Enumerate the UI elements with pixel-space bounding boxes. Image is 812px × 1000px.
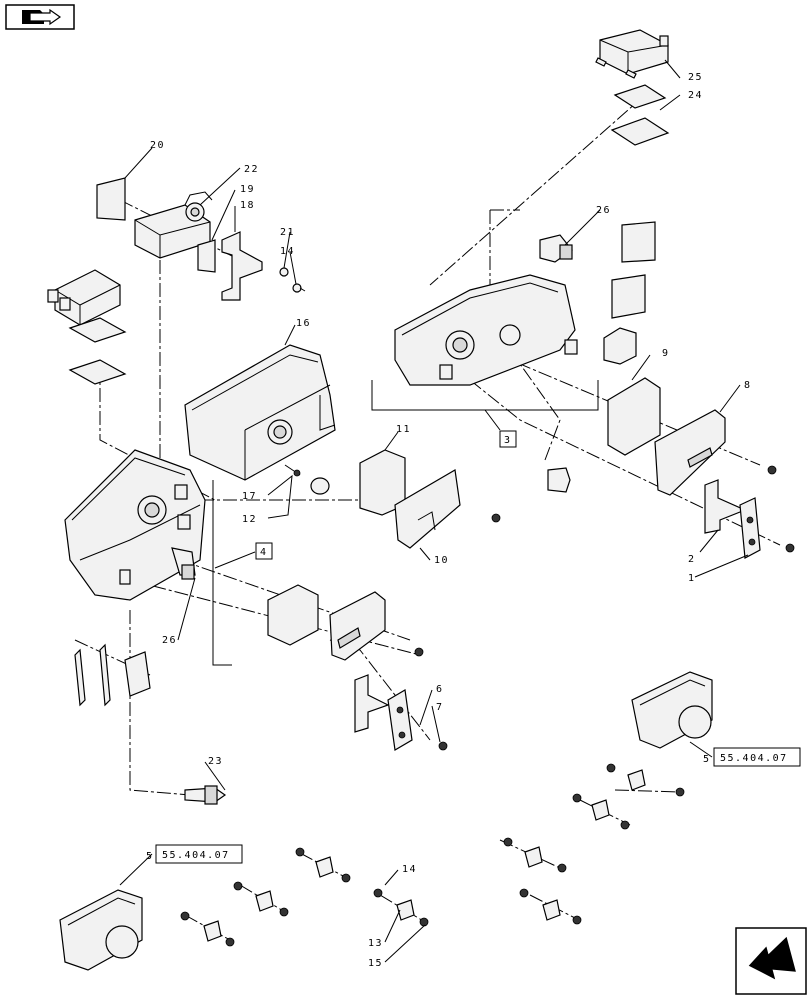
nut-7 (438, 741, 448, 751)
nut-10 (491, 513, 501, 523)
nut-8 (767, 465, 777, 475)
callout-7: 7 (436, 702, 444, 713)
callout-8: 8 (744, 380, 752, 391)
callout-labels: 20 22 19 18 21 14 25 24 26 16 9 8 11 3 1… (146, 72, 752, 969)
bulb-17 (284, 464, 301, 477)
cap-12 (310, 477, 330, 495)
pad-left-b (68, 359, 127, 385)
bracket-4 (329, 591, 386, 661)
work-lamp-right (631, 671, 713, 749)
callout-19: 19 (240, 184, 255, 195)
plate-6 (387, 689, 413, 751)
callout-14-top: 14 (280, 246, 295, 257)
callout-21: 21 (280, 227, 295, 238)
pad-24a (613, 84, 667, 109)
bracket-2 (704, 479, 747, 534)
screw-21 (279, 267, 289, 277)
lens-pieces-left (74, 643, 151, 707)
group-3-box (499, 430, 517, 448)
pad-24b (610, 117, 670, 146)
callout-24: 24 (688, 90, 703, 101)
callout-17: 17 (242, 491, 257, 502)
lamp-3 (394, 274, 578, 386)
module-left (47, 269, 121, 326)
reference-box-left (155, 844, 243, 864)
pad-9 (607, 377, 661, 456)
nut-1 (785, 543, 795, 553)
group-4-box (255, 542, 273, 560)
card-top-b (611, 274, 646, 319)
bracket-18 (221, 231, 263, 301)
bulb-26-left (171, 547, 196, 580)
reference-box-right (713, 747, 801, 767)
plate-10 (394, 469, 461, 549)
callout-18: 18 (240, 200, 255, 211)
screw-14-top (292, 283, 306, 293)
group-4-bracket (212, 480, 232, 666)
callout-15: 15 (368, 958, 383, 969)
housing-16 (184, 344, 336, 481)
callout-12: 12 (242, 514, 257, 525)
callout-6: 6 (436, 684, 444, 695)
gasket-19 (197, 239, 216, 273)
clip-4 (354, 674, 390, 733)
plate-1 (739, 497, 761, 559)
reference-text-left: 55.404.07 (162, 850, 230, 861)
module-22 (134, 191, 213, 259)
group-3-bracket (371, 380, 599, 411)
callout-5-left: 5 (146, 851, 154, 862)
callout-3: 3 (504, 435, 512, 446)
callout-26-top: 26 (596, 205, 611, 216)
callout-10: 10 (434, 555, 449, 566)
pad-20 (96, 177, 126, 221)
callout-9: 9 (662, 348, 670, 359)
callout-1: 1 (688, 573, 696, 584)
callout-25: 25 (688, 72, 703, 83)
callout-5-right: 5 (703, 754, 711, 765)
callout-2: 2 (688, 554, 696, 565)
block-small (603, 327, 637, 365)
callout-13: 13 (368, 938, 383, 949)
callout-leaders (119, 59, 749, 963)
pad-left-a (68, 317, 127, 343)
block-4 (267, 584, 319, 646)
bulb-26-top (539, 234, 573, 263)
hardware-set (180, 763, 685, 947)
callout-16: 16 (296, 318, 311, 329)
callout-11: 11 (396, 424, 411, 435)
callout-22: 22 (244, 164, 259, 175)
lamp-socket (547, 467, 571, 493)
bulb-23 (184, 785, 227, 805)
callout-4: 4 (260, 547, 268, 558)
card-top-a (621, 221, 656, 263)
folder-arrow-icon[interactable] (5, 4, 75, 30)
reference-text-right: 55.404.07 (720, 753, 788, 764)
callout-26-left: 26 (162, 635, 177, 646)
callout-23: 23 (208, 756, 223, 767)
lamp-left (64, 449, 206, 601)
work-lamp-left (59, 889, 143, 971)
callout-14-bottom: 14 (402, 864, 417, 875)
module-25 (595, 29, 669, 79)
callout-20: 20 (150, 140, 165, 151)
next-page-arrow-icon[interactable] (735, 927, 807, 995)
bracket-8 (654, 409, 726, 496)
